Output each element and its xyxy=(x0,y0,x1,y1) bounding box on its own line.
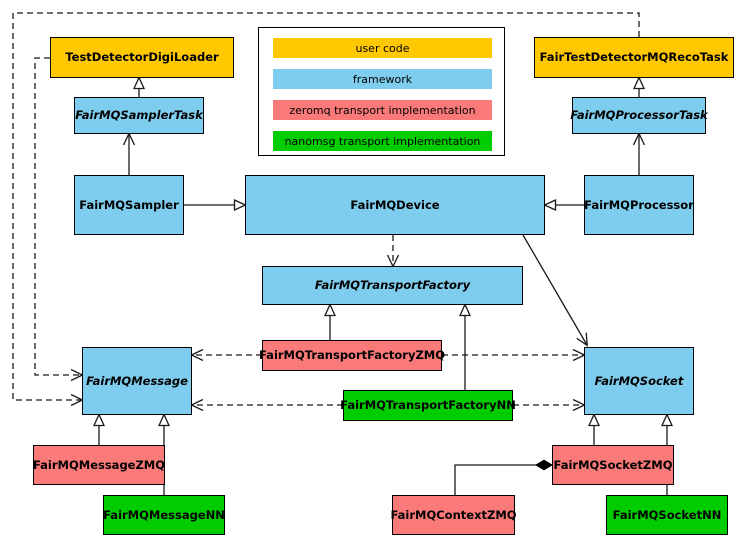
class-node-fairmqprocessortask[interactable]: FairMQProcessorTask xyxy=(570,97,708,134)
class-label-fairmqcontextzmq: FairMQContextZMQ xyxy=(390,507,517,522)
class-node-fairmqmessage[interactable]: FairMQMessage xyxy=(82,347,192,415)
legend-label-zeromq: zeromq transport implementation xyxy=(289,103,476,117)
legend-item-framework: framework xyxy=(273,69,492,89)
legend-panel: user code framework zeromq transport imp… xyxy=(258,27,505,156)
class-node-fairmqcontextzmq[interactable]: FairMQContextZMQ xyxy=(390,495,517,535)
class-node-fairmqsamplertask[interactable]: FairMQSamplerTask xyxy=(74,97,204,134)
class-node-fairmqsocketnn[interactable]: FairMQSocketNN xyxy=(606,495,728,535)
class-node-fairmqtransportfactoryzmq[interactable]: FairMQTransportFactoryZMQ xyxy=(259,340,445,371)
legend-label-user-code: user code xyxy=(355,41,410,55)
class-label-fairmqsocketnn: FairMQSocketNN xyxy=(612,507,722,522)
class-label-fairmqsocket: FairMQSocket xyxy=(594,373,684,388)
class-node-fairmqdevice[interactable]: FairMQDevice xyxy=(245,175,545,235)
class-node-fairmqtransportfactorynn[interactable]: FairMQTransportFactoryNN xyxy=(340,390,516,421)
class-label-fairmqmessagezmq: FairMQMessageZMQ xyxy=(32,457,166,472)
class-node-fairmqtransportfactory[interactable]: FairMQTransportFactory xyxy=(262,266,523,305)
class-label-fairmqtransportfactoryzmq: FairMQTransportFactoryZMQ xyxy=(259,348,446,363)
class-label-fairmqsampler: FairMQSampler xyxy=(79,197,179,212)
class-label-fairmqmessagenn: FairMQMessageNN xyxy=(103,507,225,522)
legend-item-nanomsg: nanomsg transport implementation xyxy=(273,131,492,151)
class-label-fairmqtransportfactory: FairMQTransportFactory xyxy=(314,278,471,293)
edge-recotask-to-message xyxy=(12,12,640,400)
class-node-fairmqsocket[interactable]: FairMQSocket xyxy=(584,347,694,415)
class-label-fairmqdevice: FairMQDevice xyxy=(350,197,440,212)
class-label-fairmqsocketzmq: FairMQSocketZMQ xyxy=(553,457,673,472)
class-label-fairtestdetectormqrecotask: FairTestDetectorMQRecoTask xyxy=(539,50,729,65)
class-node-fairmqprocessor[interactable]: FairMQProcessor xyxy=(584,175,694,235)
class-node-testdetectordigiloader[interactable]: TestDetectorDigiLoader xyxy=(50,37,234,78)
legend-label-framework: framework xyxy=(352,72,413,86)
class-node-fairmqmessagenn[interactable]: FairMQMessageNN xyxy=(103,495,225,535)
class-node-fairmqsocketzmq[interactable]: FairMQSocketZMQ xyxy=(552,445,674,485)
class-label-fairmqsamplertask: FairMQSamplerTask xyxy=(75,108,203,123)
class-node-fairmqsampler[interactable]: FairMQSampler xyxy=(74,175,184,235)
class-label-fairmqmessage: FairMQMessage xyxy=(86,373,188,388)
legend-item-zeromq: zeromq transport implementation xyxy=(273,100,492,120)
legend-label-nanomsg: nanomsg transport implementation xyxy=(284,134,481,148)
class-label-fairmqtransportfactorynn: FairMQTransportFactoryNN xyxy=(340,398,516,413)
edge-contextzmq-to-socketzmq xyxy=(454,459,553,495)
class-node-fairmqmessagezmq[interactable]: FairMQMessageZMQ xyxy=(33,445,165,485)
class-label-testdetectordigiloader: TestDetectorDigiLoader xyxy=(65,50,219,65)
edge-device-to-socket xyxy=(522,234,587,345)
class-label-fairmqprocessortask: FairMQProcessorTask xyxy=(570,108,708,123)
legend-item-user-code: user code xyxy=(273,38,492,58)
class-label-fairmqprocessor: FairMQProcessor xyxy=(584,197,694,212)
class-node-fairtestdetectormqrecotask[interactable]: FairTestDetectorMQRecoTask xyxy=(534,37,734,78)
edge-digiloader-to-message xyxy=(34,57,82,375)
